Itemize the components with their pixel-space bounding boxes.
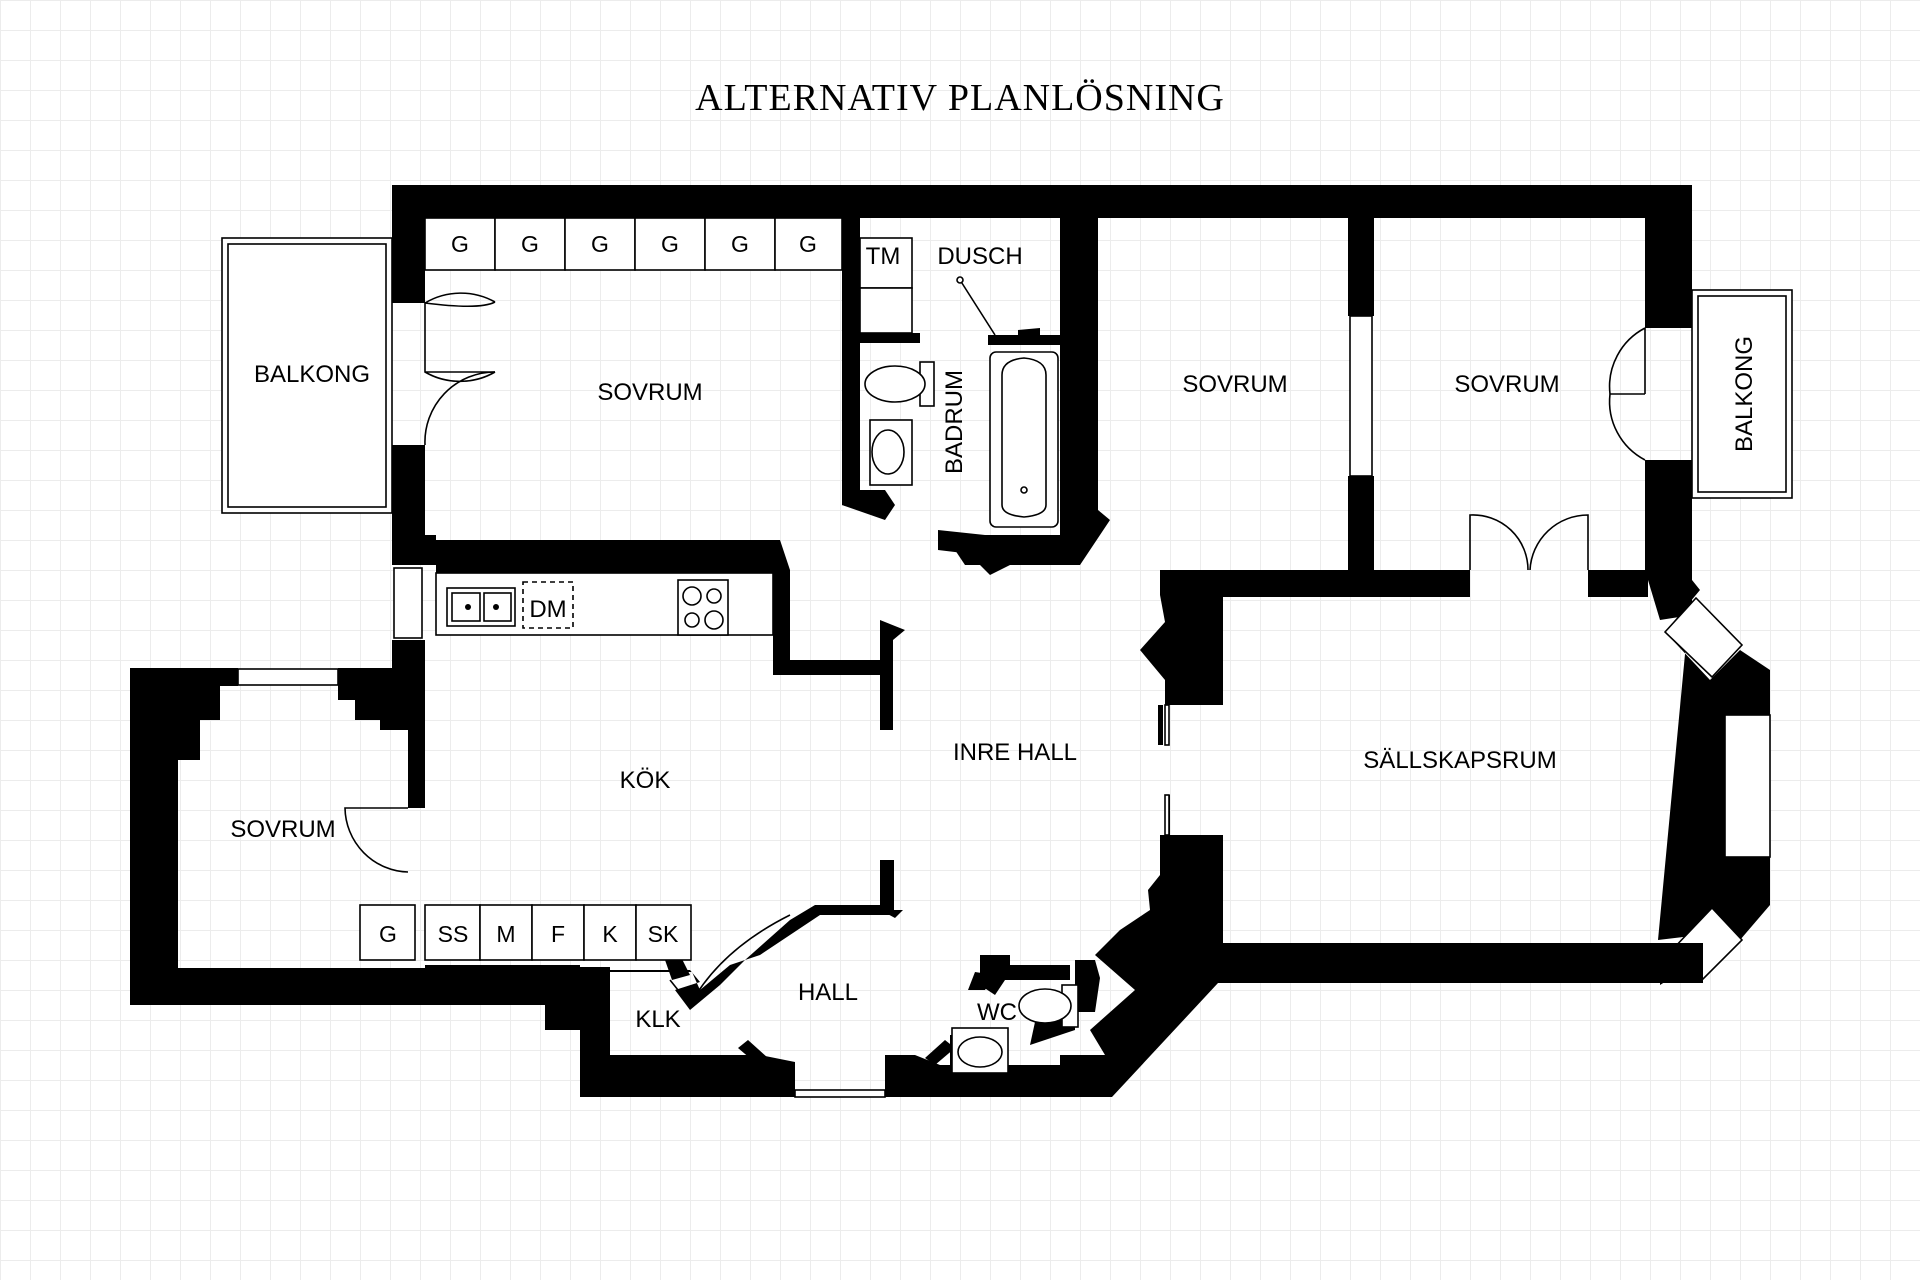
sink-icon — [869, 419, 913, 486]
kitchen-unit-label: F — [551, 921, 565, 947]
double-sink-icon — [446, 587, 516, 627]
wc-label: WC — [977, 999, 1017, 1026]
tm-unit-lower — [859, 287, 913, 334]
wardrobe-label: G — [591, 231, 609, 257]
kok-label: KÖK — [620, 767, 671, 794]
kitchen-unit-label: SS — [438, 921, 469, 947]
kitchen-unit-label: SK — [648, 921, 679, 947]
tm-label: TM — [866, 243, 901, 270]
kitchen-counter-top — [435, 572, 774, 636]
plan-title: ALTERNATIV PLANLÖSNING — [695, 77, 1225, 119]
tap-icon — [1018, 328, 1040, 338]
klk-label: KLK — [635, 1006, 680, 1033]
sallskapsrum-label: SÄLLSKAPSRUM — [1363, 747, 1556, 774]
kitchen-unit-label: K — [602, 921, 618, 947]
wc-sink-icon — [951, 1027, 1009, 1074]
sovrum-ne-label: SOVRUM — [1454, 371, 1559, 398]
bathtub-icon — [989, 351, 1059, 528]
inre-hall-label: INRE HALL — [953, 739, 1077, 766]
wardrobe-label: G — [451, 231, 469, 257]
sovrum-mid-label: SOVRUM — [1182, 371, 1287, 398]
kitchen-unit — [424, 904, 481, 961]
entrance-threshold — [794, 1089, 886, 1098]
balcony-west — [221, 237, 393, 514]
kitchen-unit-label: G — [379, 921, 397, 947]
kitchen-unit — [635, 904, 692, 961]
kitchen-units-lower: G SS M F K SK — [359, 904, 692, 961]
walls — [130, 185, 1771, 1097]
door-swing-icon — [344, 292, 1646, 1006]
toilet-icon — [864, 361, 935, 407]
shower-head-icon — [959, 279, 996, 336]
kitchen-unit — [359, 904, 416, 961]
tm-unit — [859, 237, 913, 289]
wardrobe-label: G — [521, 231, 539, 257]
hall-label: HALL — [798, 979, 858, 1006]
wardrobe-label: G — [661, 231, 679, 257]
sovrum-nw-label: SOVRUM — [597, 379, 702, 406]
kitchen-unit-label: M — [496, 921, 515, 947]
wardrobe-unit — [774, 217, 843, 271]
wc-toilet-icon — [1018, 984, 1079, 1028]
dishwasher-box — [522, 581, 574, 629]
balcony-east — [1691, 289, 1793, 499]
dm-label: DM — [529, 596, 566, 623]
wardrobe-label: G — [731, 231, 749, 257]
sovrum-w-label: SOVRUM — [230, 816, 335, 843]
wardrobe-label: G — [799, 231, 817, 257]
kitchen-unit — [583, 904, 637, 961]
wardrobe-unit — [494, 217, 566, 271]
wardrobe-unit — [564, 217, 636, 271]
balkong-east-label: BALKONG — [1731, 336, 1758, 452]
stove-icon — [677, 579, 729, 636]
balkong-west-label: BALKONG — [254, 361, 370, 388]
dusch-label: DUSCH — [937, 243, 1022, 270]
badrum-label: BADRUM — [941, 370, 968, 474]
wardrobe-row-top: G G G G G G — [424, 217, 843, 271]
